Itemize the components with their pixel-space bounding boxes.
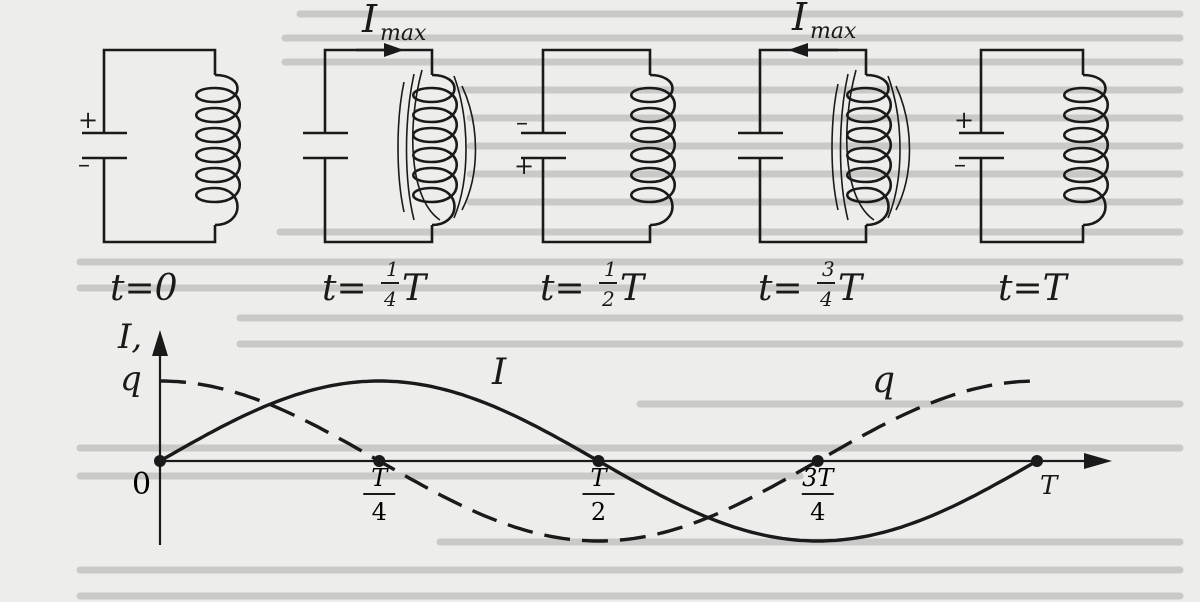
circuit-t-three-quarter: I max t= 3 4 T (738, 0, 911, 311)
time-label-suffix: T (620, 268, 647, 309)
circuit-t-full: + – t=T (954, 48, 1110, 309)
inductor-coil (411, 73, 459, 227)
tick-label-numerator-2: 3T (802, 464, 835, 492)
time-label-denominator: 4 (819, 287, 833, 311)
time-label-suffix: T (838, 268, 865, 309)
time-label-denominator: 4 (383, 287, 397, 311)
tick-label-numerator-0: T (371, 464, 389, 492)
tick-label-denominator-2: 4 (810, 498, 825, 526)
tick-dot-1 (592, 455, 605, 467)
x-axis-ticks: T 4 T 2 3T 4 (154, 455, 1043, 526)
tick-label-denominator-1: 2 (591, 498, 606, 526)
charge-sign-bottom: – (954, 150, 966, 178)
tick-dot-2 (811, 455, 824, 467)
current-label-subscript: max (380, 21, 427, 46)
time-label: t=T (998, 268, 1070, 309)
wire-loop (541, 48, 652, 244)
origin-label: 0 (132, 467, 151, 502)
time-label-numerator: 3 (822, 257, 835, 281)
circuit-t-quarter: I max t= 1 4 T (303, 0, 477, 311)
inductor-coil (629, 73, 677, 227)
current-arrow (788, 43, 838, 57)
inductor-coil (845, 73, 893, 227)
current-label: I (361, 0, 378, 41)
circuit-t-half: – + t= 1 2 T (514, 48, 677, 311)
time-label-numerator: 1 (604, 257, 617, 281)
y-axis-label-current: I, (117, 317, 142, 357)
time-label-numerator: 1 (386, 257, 399, 281)
y-axis-arrow (152, 330, 168, 356)
y-axis-label-charge: q (120, 359, 142, 399)
tick-label-numerator-1: T (590, 464, 608, 492)
magnetic-field-lines (831, 69, 911, 221)
charge-sign-bottom: + (514, 152, 534, 180)
x-axis-end-label: T (1040, 471, 1059, 501)
oscillation-graph: I, q 0 T I q T 4 T 2 3T 4 (117, 317, 1112, 545)
circuit-t0: + – t=0 (78, 48, 242, 309)
charge-sign-top: + (954, 106, 974, 134)
time-label-denominator: 2 (601, 287, 615, 311)
current-curve-label: I (491, 352, 507, 393)
x-axis-arrow (1084, 453, 1112, 469)
period-end-dot (1031, 455, 1043, 467)
wire-loop (979, 48, 1085, 244)
charge-sign-top: – (516, 108, 528, 136)
charge-curve (160, 379, 1037, 543)
inductor-coil (1062, 73, 1110, 227)
time-label: t=0 (110, 268, 178, 309)
current-arrow (356, 43, 404, 57)
background-text-lines (76, 10, 1184, 600)
origin-dot (154, 455, 166, 467)
time-label-prefix: t= (322, 268, 367, 309)
time-label-prefix: t= (758, 268, 803, 309)
inductor-coil (194, 73, 242, 227)
magnetic-field-lines (397, 69, 477, 221)
tick-dot-0 (373, 455, 386, 467)
wire-loop (323, 48, 434, 244)
tick-label-denominator-0: 4 (372, 498, 387, 526)
current-label: I (791, 0, 808, 39)
charge-sign-top: + (78, 106, 98, 134)
current-label-subscript: max (810, 19, 857, 44)
wire-loop (102, 48, 217, 244)
time-label-prefix: t= (540, 268, 585, 309)
charge-sign-bottom: – (78, 150, 90, 178)
time-label-suffix: T (402, 268, 429, 309)
charge-curve-label: q (872, 360, 895, 401)
